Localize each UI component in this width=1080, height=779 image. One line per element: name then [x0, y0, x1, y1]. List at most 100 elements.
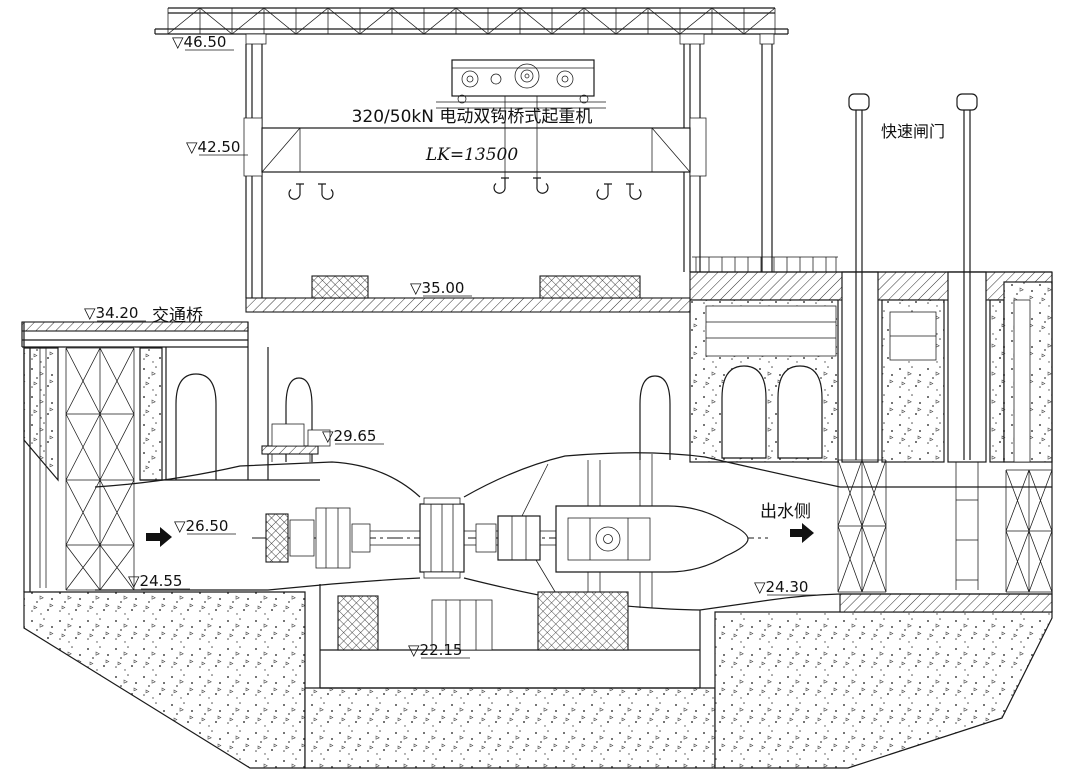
gate-stem-cap-2 [956, 93, 978, 111]
building-columns [243, 44, 773, 298]
gate-shaft-channel-2 [947, 271, 987, 463]
end-wall-slot [1013, 299, 1031, 463]
quick-gate-label: 快速闸门 [881, 122, 945, 141]
text-labels: 320/50kN 电动双钩桥式起重机 LK=13500 快速闸门 交通桥 出水侧… [84, 33, 945, 659]
bridge-crane [261, 59, 691, 200]
deck-railing [692, 256, 838, 272]
shaft-coupling-left [351, 523, 371, 553]
crane-corbel-left [243, 117, 263, 177]
left-abutment-concrete [23, 347, 59, 482]
bulb-unit [252, 423, 768, 608]
outlet-trashrack [1005, 469, 1053, 593]
shaft-coupling-right [497, 515, 541, 561]
foundation-concrete [23, 347, 1053, 769]
outlet-floor-slab [839, 593, 1053, 613]
left-gate-slot [39, 348, 47, 588]
crane-rails [436, 101, 606, 109]
gate-shaft-channel-1 [841, 271, 879, 463]
right-concrete-mass [689, 256, 1053, 463]
foundation-center [304, 687, 716, 769]
coupling-bolts [511, 516, 527, 560]
elevation-mark-26-50: ▽26.50 [174, 517, 236, 535]
crane-span-label: LK=13500 [425, 145, 518, 165]
roof-bearing-left [245, 33, 267, 45]
crane-hook-pair-right-icon [596, 183, 642, 200]
elevation-label: ▽24.30 [754, 578, 808, 596]
gate-stems [855, 110, 971, 460]
crane-trolley [451, 59, 595, 97]
trolley-wheel-icon [579, 94, 589, 104]
generator-frame [567, 517, 651, 561]
arch-opening-left-1 [175, 373, 217, 480]
substructure-walls-left [140, 347, 320, 481]
gate-slot-guides [955, 462, 979, 590]
auxiliary-platform [261, 445, 319, 455]
draft-tube-pit [319, 584, 701, 689]
runner-blades [430, 504, 454, 572]
passage-upper-wall-left [94, 461, 421, 498]
elevation-label: ▽29.65 [322, 427, 376, 445]
trolley-wheel-icon [457, 94, 467, 104]
roof-truss [154, 7, 789, 45]
elevation-mark-29-65: ▽29.65 [322, 427, 384, 445]
flow-passage [94, 452, 1052, 611]
roof-column-right [761, 44, 773, 272]
crane-hook-pair-center-icon [493, 177, 549, 194]
intake-trashrack [65, 347, 135, 591]
elevation-mark-24-55: ▽24.55 [128, 572, 190, 590]
inlet-flow-arrow-icon [146, 527, 172, 547]
machine-hall-floor [245, 275, 691, 460]
crane-girder-haunches [261, 127, 691, 173]
outlet-side-label: 出水侧 [760, 502, 811, 522]
pedestal-center [431, 599, 493, 651]
passage-lower-wall-left [95, 577, 421, 591]
elevation-label: ▽24.55 [128, 572, 182, 590]
right-mass-block-c [989, 299, 1005, 463]
gate-stem-cap-1 [848, 93, 870, 111]
bearing-housing-2 [315, 507, 351, 569]
machine-floor-slab [245, 297, 691, 313]
trolley-motor-icon [556, 70, 574, 88]
elevation-mark-42-50: ▽42.50 [186, 138, 248, 156]
bulb-support-columns [587, 454, 653, 608]
arch-opening-right-1 [721, 365, 767, 459]
pedestal-posts [445, 600, 477, 650]
arch-opening-right-2 [777, 365, 823, 459]
runner-ring-top [423, 497, 461, 505]
crane-girder [261, 127, 691, 173]
gallery-deck-lines [706, 321, 836, 339]
floor-hatch-left [311, 275, 369, 299]
pedestal-left [337, 595, 379, 651]
bulb-generator-body [555, 505, 749, 573]
elevation-label: ▽26.50 [174, 517, 228, 535]
platform-legs [271, 454, 311, 462]
elevation-label: ▽35.00 [410, 279, 464, 297]
elevation-mark-24-30: ▽24.30 [754, 578, 816, 596]
platform-equipment-2 [307, 429, 331, 447]
elevation-mark-22-15: ▽22.15 [408, 641, 470, 659]
runner-ring-bottom [423, 571, 461, 579]
trolley-drum-icon [461, 70, 479, 88]
right-mass-outline [690, 271, 1053, 612]
elevation-mark-35-00: ▽35.00 [410, 279, 472, 297]
passage-upper-wall-right [463, 452, 1052, 498]
hoist-ropes [504, 96, 538, 178]
generator-rotor-icon [595, 526, 621, 552]
main-shaft [370, 530, 556, 546]
passage-lower-wall-right [463, 577, 1052, 611]
traffic-bridge-label: 交通桥 [152, 306, 203, 326]
left-outer-wall [23, 322, 31, 592]
bearing-housing-1 [289, 519, 315, 557]
crane-corbel-right [689, 117, 707, 177]
pit-walls [319, 584, 701, 689]
elevation-mark-46-50: ▽46.50 [172, 33, 234, 51]
pedestal-right [537, 591, 629, 651]
roof-bearing-far-right [759, 33, 775, 45]
outlet-flow-arrow-icon [790, 523, 814, 543]
elevation-label: ▽46.50 [172, 33, 226, 51]
foundation-left [23, 591, 306, 769]
roof-bearing-right [679, 33, 705, 45]
elevation-label: ▽22.15 [408, 641, 462, 659]
shaft-seal-block [265, 513, 289, 563]
